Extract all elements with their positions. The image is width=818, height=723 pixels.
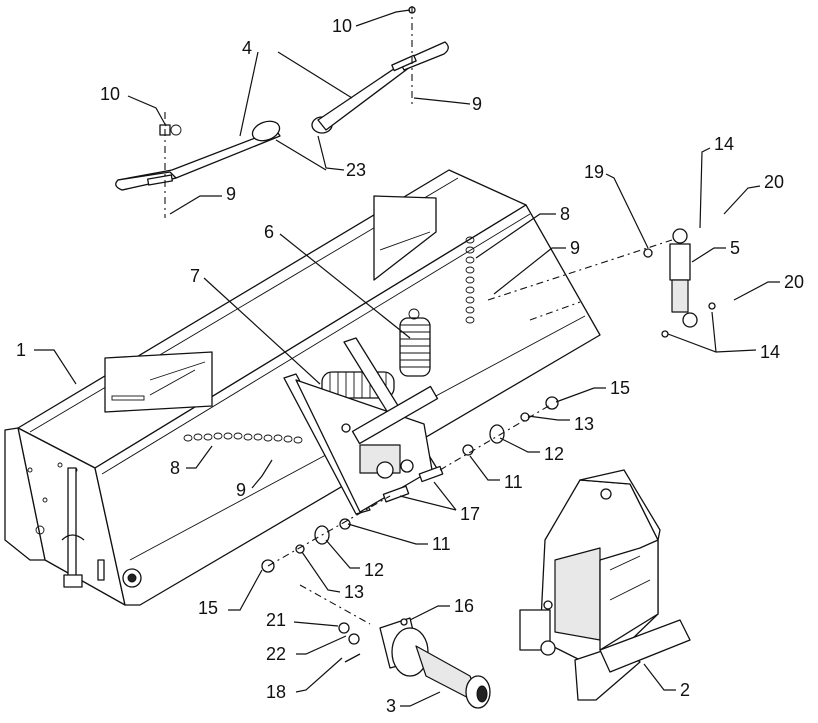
centerline [267, 495, 391, 567]
callout-8: 8 [560, 204, 570, 224]
callout-9: 9 [226, 184, 236, 204]
callout-10: 10 [100, 84, 120, 104]
centerline [299, 584, 371, 625]
callout-14: 14 [760, 342, 780, 362]
callout-9: 9 [570, 238, 580, 258]
center-bracket [283, 337, 444, 515]
callout-9: 9 [236, 480, 246, 500]
drive-shaft-part-3 [338, 617, 491, 709]
callout-9: 9 [472, 94, 482, 114]
chain-part-8-upper [465, 236, 475, 324]
callout-15: 15 [198, 598, 218, 618]
callout-4: 4 [242, 38, 252, 58]
callout-1: 1 [16, 340, 26, 360]
hardware-stack-right [462, 396, 559, 456]
callout-18: 18 [266, 682, 286, 702]
callout-13: 13 [344, 582, 364, 602]
callout-2: 2 [680, 680, 690, 700]
linkage-rods-part-4 [115, 6, 449, 191]
spring-part-6 [399, 308, 431, 377]
stand-part-2 [519, 469, 691, 701]
centerline [487, 239, 673, 301]
callout-22: 22 [266, 644, 286, 664]
callout-11: 11 [432, 534, 451, 554]
callout-7: 7 [190, 266, 200, 286]
callout-13: 13 [574, 414, 594, 434]
callout-20: 20 [764, 172, 784, 192]
callout-12: 12 [364, 560, 384, 580]
callout-5: 5 [730, 238, 740, 258]
callout-11: 11 [504, 472, 523, 492]
callout-23: 23 [346, 160, 366, 180]
callout-20: 20 [784, 272, 804, 292]
callout-15: 15 [610, 378, 630, 398]
chain-part-8-lower [183, 432, 303, 444]
callout-labels: 10 4 9 10 23 9 6 8 9 19 14 20 5 20 14 7 … [16, 16, 804, 716]
callout-14: 14 [714, 134, 734, 154]
callout-12: 12 [544, 444, 564, 464]
callout-17: 17 [460, 504, 480, 524]
callout-8: 8 [170, 458, 180, 478]
hardware-stack-left [261, 518, 351, 573]
callout-16: 16 [454, 596, 474, 616]
centerline [439, 403, 553, 471]
callout-10: 10 [332, 16, 352, 36]
callout-21: 21 [266, 610, 286, 630]
callout-19: 19 [584, 162, 604, 182]
callout-6: 6 [264, 222, 274, 242]
callout-3: 3 [386, 696, 396, 716]
leader-lines [34, 9, 780, 707]
shock-absorber-part-5 [643, 228, 716, 338]
